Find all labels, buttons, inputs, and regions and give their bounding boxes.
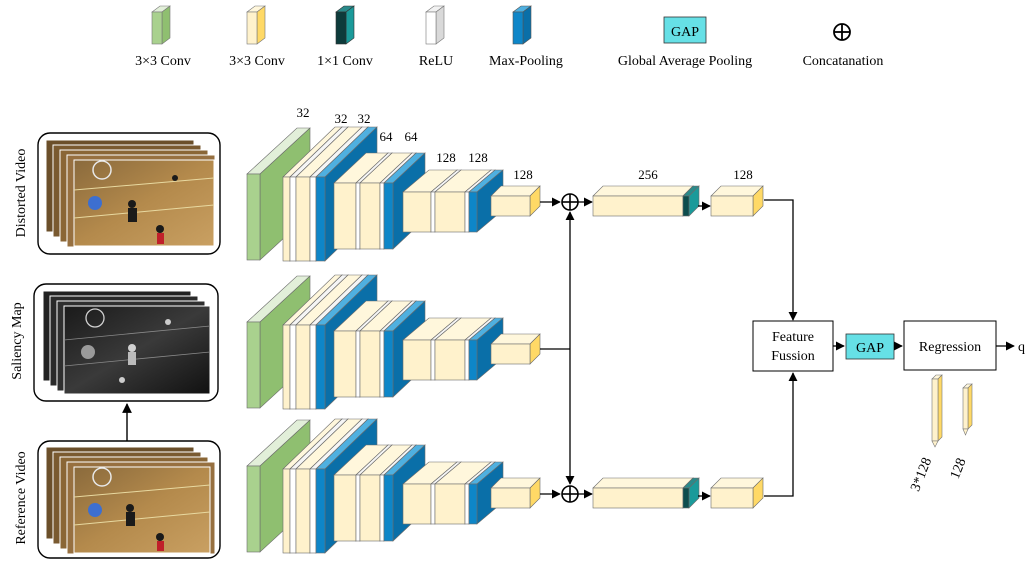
legend-teal-conv-label: 1×1 Conv xyxy=(317,54,373,69)
channels-label-c1: 32 xyxy=(297,105,310,120)
output-label: q xyxy=(1018,340,1025,355)
reference-video-panel xyxy=(37,440,221,559)
post-concat-top xyxy=(592,185,764,217)
feature-fusion-box xyxy=(752,320,834,372)
legend-yellow-conv-icon xyxy=(246,5,266,45)
saliency-map-label: Saliency Map xyxy=(10,302,25,379)
channels-label-c2a: 32 xyxy=(335,111,348,126)
one-by-one-conv-block xyxy=(682,477,700,509)
concat-bottom-node xyxy=(561,485,579,503)
one-by-one-conv-block xyxy=(682,185,700,217)
legend-concat-label: Concatanation xyxy=(803,54,884,69)
fc-block xyxy=(710,477,764,509)
vector-128-icon xyxy=(962,383,973,436)
bottom-to-fusion-arrow xyxy=(764,372,798,497)
channels-label-c3a: 64 xyxy=(380,129,394,144)
gap-box-label: GAP xyxy=(856,341,884,356)
vector-3x128-icon xyxy=(931,374,943,448)
channels-label-c2b: 32 xyxy=(358,111,371,126)
yellow-conv-block xyxy=(490,185,541,217)
top-to-fusion-arrow xyxy=(764,199,798,321)
channels-label-concat: 256 xyxy=(638,167,658,182)
maxpool-block xyxy=(468,317,504,381)
reference-video-frames xyxy=(45,446,216,555)
reference-cnn-stream xyxy=(246,418,541,554)
regression-box-label: Regression xyxy=(919,340,981,355)
channels-label-c5: 128 xyxy=(513,167,533,182)
concat-conv-block xyxy=(592,477,694,509)
legend-concat-icon xyxy=(833,23,851,41)
saliency-map-frames xyxy=(42,290,211,395)
legend-gap-badge-text: GAP xyxy=(671,25,699,40)
distorted-cnn-stream xyxy=(246,126,541,262)
regression-box xyxy=(903,320,997,371)
legend-relu-label: ReLU xyxy=(419,54,453,69)
feature-fusion-line2: Fussion xyxy=(771,349,815,364)
legend-relu-icon xyxy=(425,5,445,45)
channels-label-c4a: 128 xyxy=(436,150,456,165)
legend: 3×3 Conv 3×3 Conv 1×1 Conv ReLU Max- xyxy=(135,5,884,69)
vector-3x128-label: 3*128 xyxy=(908,456,935,494)
legend-green-conv-icon xyxy=(151,5,171,45)
distorted-video-panel xyxy=(37,132,221,255)
legend-maxpool-icon xyxy=(512,5,532,45)
channels-label-c4b: 128 xyxy=(468,150,488,165)
legend-maxpool-label: Max-Pooling xyxy=(489,54,563,69)
saliency-map-panel xyxy=(33,283,219,402)
vector-128-label: 128 xyxy=(948,456,970,481)
legend-gap-badge xyxy=(663,16,707,44)
distorted-video-label: Distorted Video xyxy=(14,149,29,238)
distorted-video-frames xyxy=(45,139,216,248)
reference-video-label: Reference Video xyxy=(14,451,29,544)
legend-green-conv-label: 3×3 Conv xyxy=(135,54,191,69)
yellow-conv-block xyxy=(490,333,541,365)
legend-gap-label: Global Average Pooling xyxy=(618,54,752,69)
feature-fusion-line1: Feature xyxy=(772,330,814,345)
concat-conv-block xyxy=(592,185,694,217)
concat-top-node xyxy=(561,193,579,211)
post-concat-bottom xyxy=(592,477,764,509)
legend-yellow-conv-label: 3×3 Conv xyxy=(229,54,285,69)
gap-box xyxy=(845,333,895,360)
channels-label-fc: 128 xyxy=(733,167,753,182)
legend-teal-conv-icon xyxy=(335,5,355,45)
yellow-conv-block xyxy=(490,477,541,509)
fc-block xyxy=(710,185,764,217)
channels-label-c3b: 64 xyxy=(405,129,419,144)
saliency-cnn-stream xyxy=(246,274,541,410)
